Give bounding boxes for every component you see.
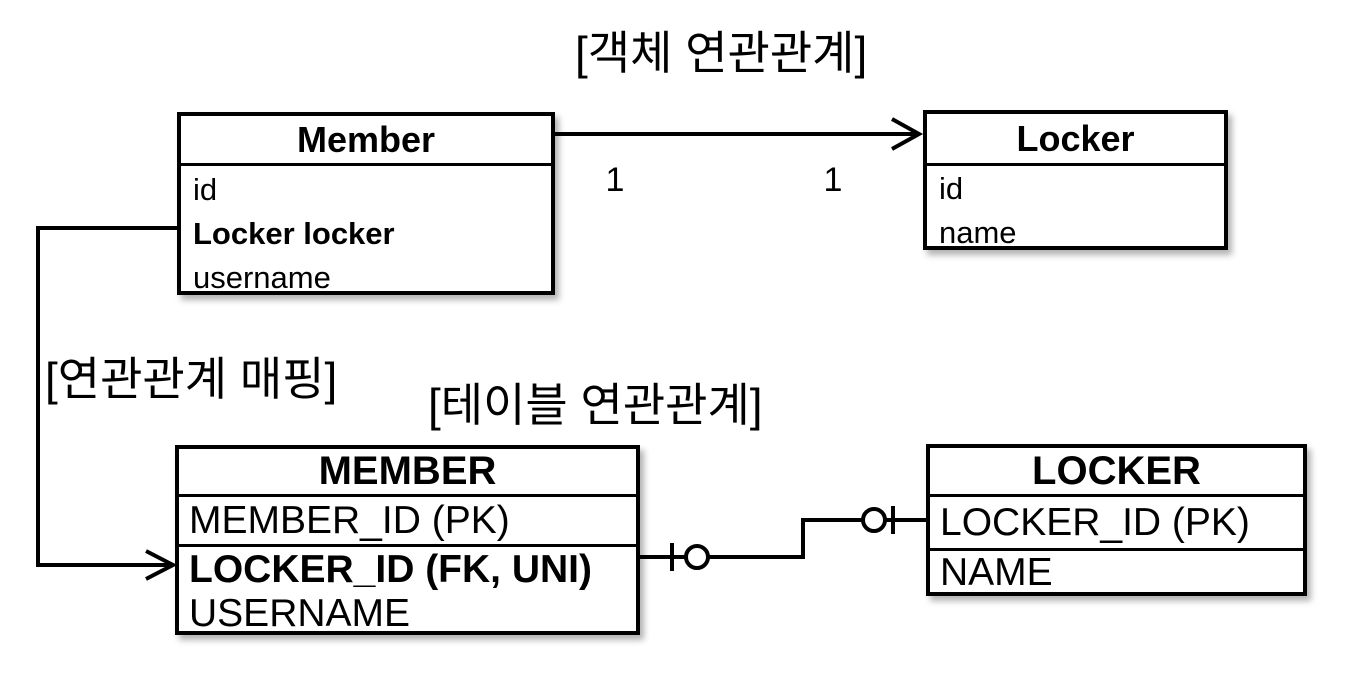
member-table-title: MEMBER (179, 449, 636, 497)
field-username: username (193, 260, 331, 295)
multiplicity-locker-side: 1 (823, 161, 843, 199)
object-association-arrow (555, 117, 924, 151)
locker-class-fields: id name (927, 166, 1224, 255)
column-username: USERNAME (189, 592, 411, 635)
field-id: id (193, 172, 218, 207)
zero-or-one-symbol-locker-side-icon (861, 506, 895, 534)
arrowhead-icon (891, 117, 924, 151)
column-locker-id-pk: LOCKER_ID (PK) (930, 497, 1303, 551)
locker-table-title: LOCKER (930, 448, 1303, 497)
multiplicity-member-side: 1 (605, 161, 625, 199)
column-locker-id-fk: LOCKER_ID (FK, UNI) (189, 548, 592, 591)
title-table-association: [테이블 연관관계] (428, 379, 763, 431)
member-table-box: MEMBER MEMBER_ID (PK) LOCKER_ID (FK, UNI… (175, 445, 640, 635)
mapping-arrow (36, 226, 178, 581)
table-association-connector (640, 506, 926, 571)
member-class-fields: id Locker locker username (181, 166, 551, 300)
locker-class-box: Locker id name (923, 110, 1228, 250)
field-id: id (939, 171, 964, 206)
field-name: name (939, 215, 1017, 250)
title-association-mapping: [연관관계 매핑] (45, 353, 338, 405)
field-locker-reference: Locker locker (193, 216, 395, 251)
column-name: NAME (940, 551, 1053, 594)
title-object-association: [객체 연관관계] (575, 27, 868, 79)
member-table-columns: LOCKER_ID (FK, UNI) USERNAME (179, 547, 636, 636)
zero-or-one-symbol-member-side-icon (670, 543, 710, 571)
locker-table-box: LOCKER LOCKER_ID (PK) NAME (926, 444, 1307, 596)
arrowhead-icon (145, 549, 178, 581)
member-class-title: Member (181, 116, 551, 166)
member-class-box: Member id Locker locker username (177, 112, 555, 295)
locker-class-title: Locker (927, 114, 1224, 166)
column-member-id-pk: MEMBER_ID (PK) (179, 497, 636, 547)
